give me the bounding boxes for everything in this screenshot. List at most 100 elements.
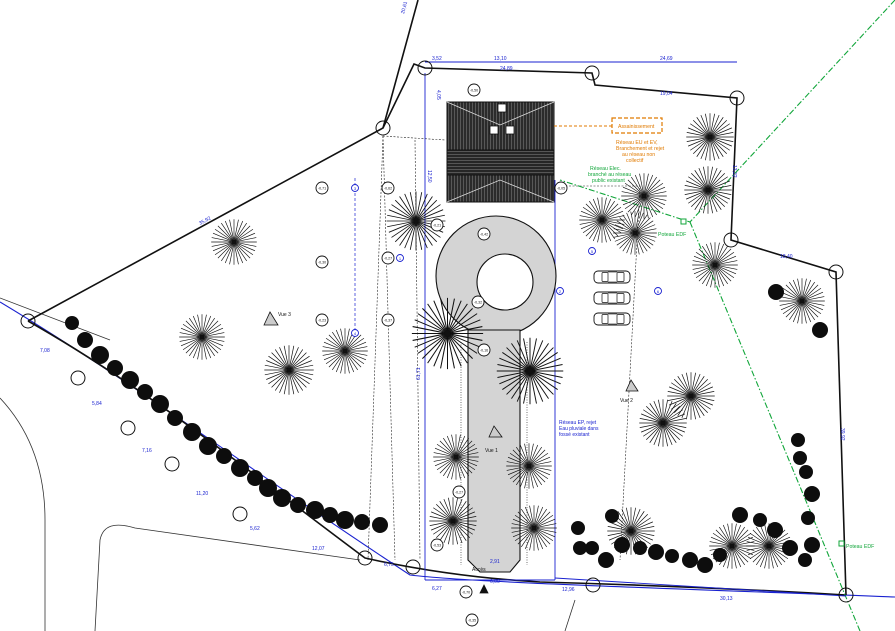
shrub [199,437,217,455]
svg-text:4: 4 [354,331,357,336]
electric-note-line-1: Réseau Elec. [590,166,621,172]
spot-height: -0,70 [459,585,473,599]
shrub [665,549,679,563]
shrub [167,410,183,426]
shrub [247,470,263,486]
shrub [732,507,748,523]
spot-height: -0,16 [477,343,491,357]
shrub [804,537,820,553]
svg-text:-0,35: -0,35 [468,618,476,622]
dimension-label: 11,20 [196,491,208,497]
svg-text:-0,71: -0,71 [318,186,326,190]
tree [263,344,315,396]
dimension-label: 7,08 [40,348,50,354]
edf-pole-label: Poteau EDF [658,232,686,238]
dimension-label: 4,05 [435,90,441,100]
spot-height: -0,42 [477,227,491,241]
view-marker: 4 [351,329,359,337]
shrub [372,517,388,533]
shrub [121,371,139,389]
shrub [614,537,630,553]
sewage-note-line-1: Réseau EU et EV, [616,140,658,146]
dimension-label: 5,62 [250,526,260,532]
dimension-label: 35,92 [198,215,212,226]
svg-text:-0,53: -0,53 [433,543,441,547]
shrub [767,522,783,538]
svg-text:6: 6 [657,289,660,294]
shrub [812,322,828,338]
sewage-note-line-3: au réseau non [622,152,655,158]
shrub [791,433,805,447]
spot-height: -0,05 [554,181,568,195]
svg-text:-0,50: -0,50 [470,88,478,92]
view-cones [263,311,639,594]
dimension-label: 6,00 [490,579,500,585]
sewage-area [554,117,663,134]
shrub [605,509,619,523]
tree [685,112,735,162]
shrub [107,360,123,376]
svg-text:-0,62: -0,62 [384,186,392,190]
neighbouring-parcels [0,297,576,631]
tree [178,313,226,361]
spot-height: -0,50 [467,83,481,97]
sewage-note-line-4: collectif [626,158,644,164]
spot-height: -0,71 [315,181,329,195]
sewage-label: Assainissement [618,124,655,130]
dimension-label: 2,91 [490,559,500,565]
car [593,270,631,284]
svg-text:-0,30: -0,30 [318,260,326,264]
shrub [682,552,698,568]
shrub [799,465,813,479]
view-marker: 6 [654,287,662,295]
dimension-label: 20,61 [400,1,409,15]
spot-height: -0,27 [452,485,466,499]
shrub [713,548,727,562]
spot-heights: -0,50 -0,71 -0,62 -0,21 -0,30 -0,27 -0,2… [315,83,568,627]
shrub [290,497,306,513]
spot-height: -0,32 [471,295,485,309]
shrub [648,544,664,560]
svg-text:-0,05: -0,05 [557,186,565,190]
shrub [273,489,291,507]
spot-height: -0,21 [430,218,444,232]
shrub [65,316,79,330]
svg-text:5: 5 [591,249,594,254]
tree [778,277,826,325]
edf-poles [680,218,845,547]
shrub [216,448,232,464]
tree [428,496,478,546]
spot-height: -0,30 [315,255,329,269]
shrub [336,511,354,529]
svg-text:-0,27: -0,27 [384,256,392,260]
tree [683,165,733,215]
shrub [804,486,820,502]
tree [321,327,369,375]
svg-text:-0,23: -0,23 [318,318,326,322]
dimension-label: 6,27 [432,586,442,592]
tree [666,371,716,421]
dimension-lines [424,61,847,597]
view-marker: 1 [396,254,404,262]
shrub [183,423,201,441]
shrub [322,507,338,523]
svg-text:-0,27: -0,27 [455,490,463,494]
rainwater-note-line-3: fossé existant [559,432,590,438]
svg-text:3: 3 [354,186,357,191]
spot-height: -0,27 [381,251,395,265]
spot-height: -0,37 [381,313,395,327]
shrub [768,284,784,300]
svg-text:-0,70: -0,70 [462,590,470,594]
rainwater-note-line-1: Réseau EP, rejet [559,420,597,426]
spot-height: -0,35 [465,613,479,627]
shrub [598,552,614,568]
shrub [753,513,767,527]
car [593,291,631,305]
tree [432,433,480,481]
boundary-stations [20,60,854,603]
dimension-label: 61,71 [416,367,422,380]
view-marker: 2 [556,287,564,295]
svg-text:-0,16: -0,16 [480,348,488,352]
shrub [801,511,815,525]
